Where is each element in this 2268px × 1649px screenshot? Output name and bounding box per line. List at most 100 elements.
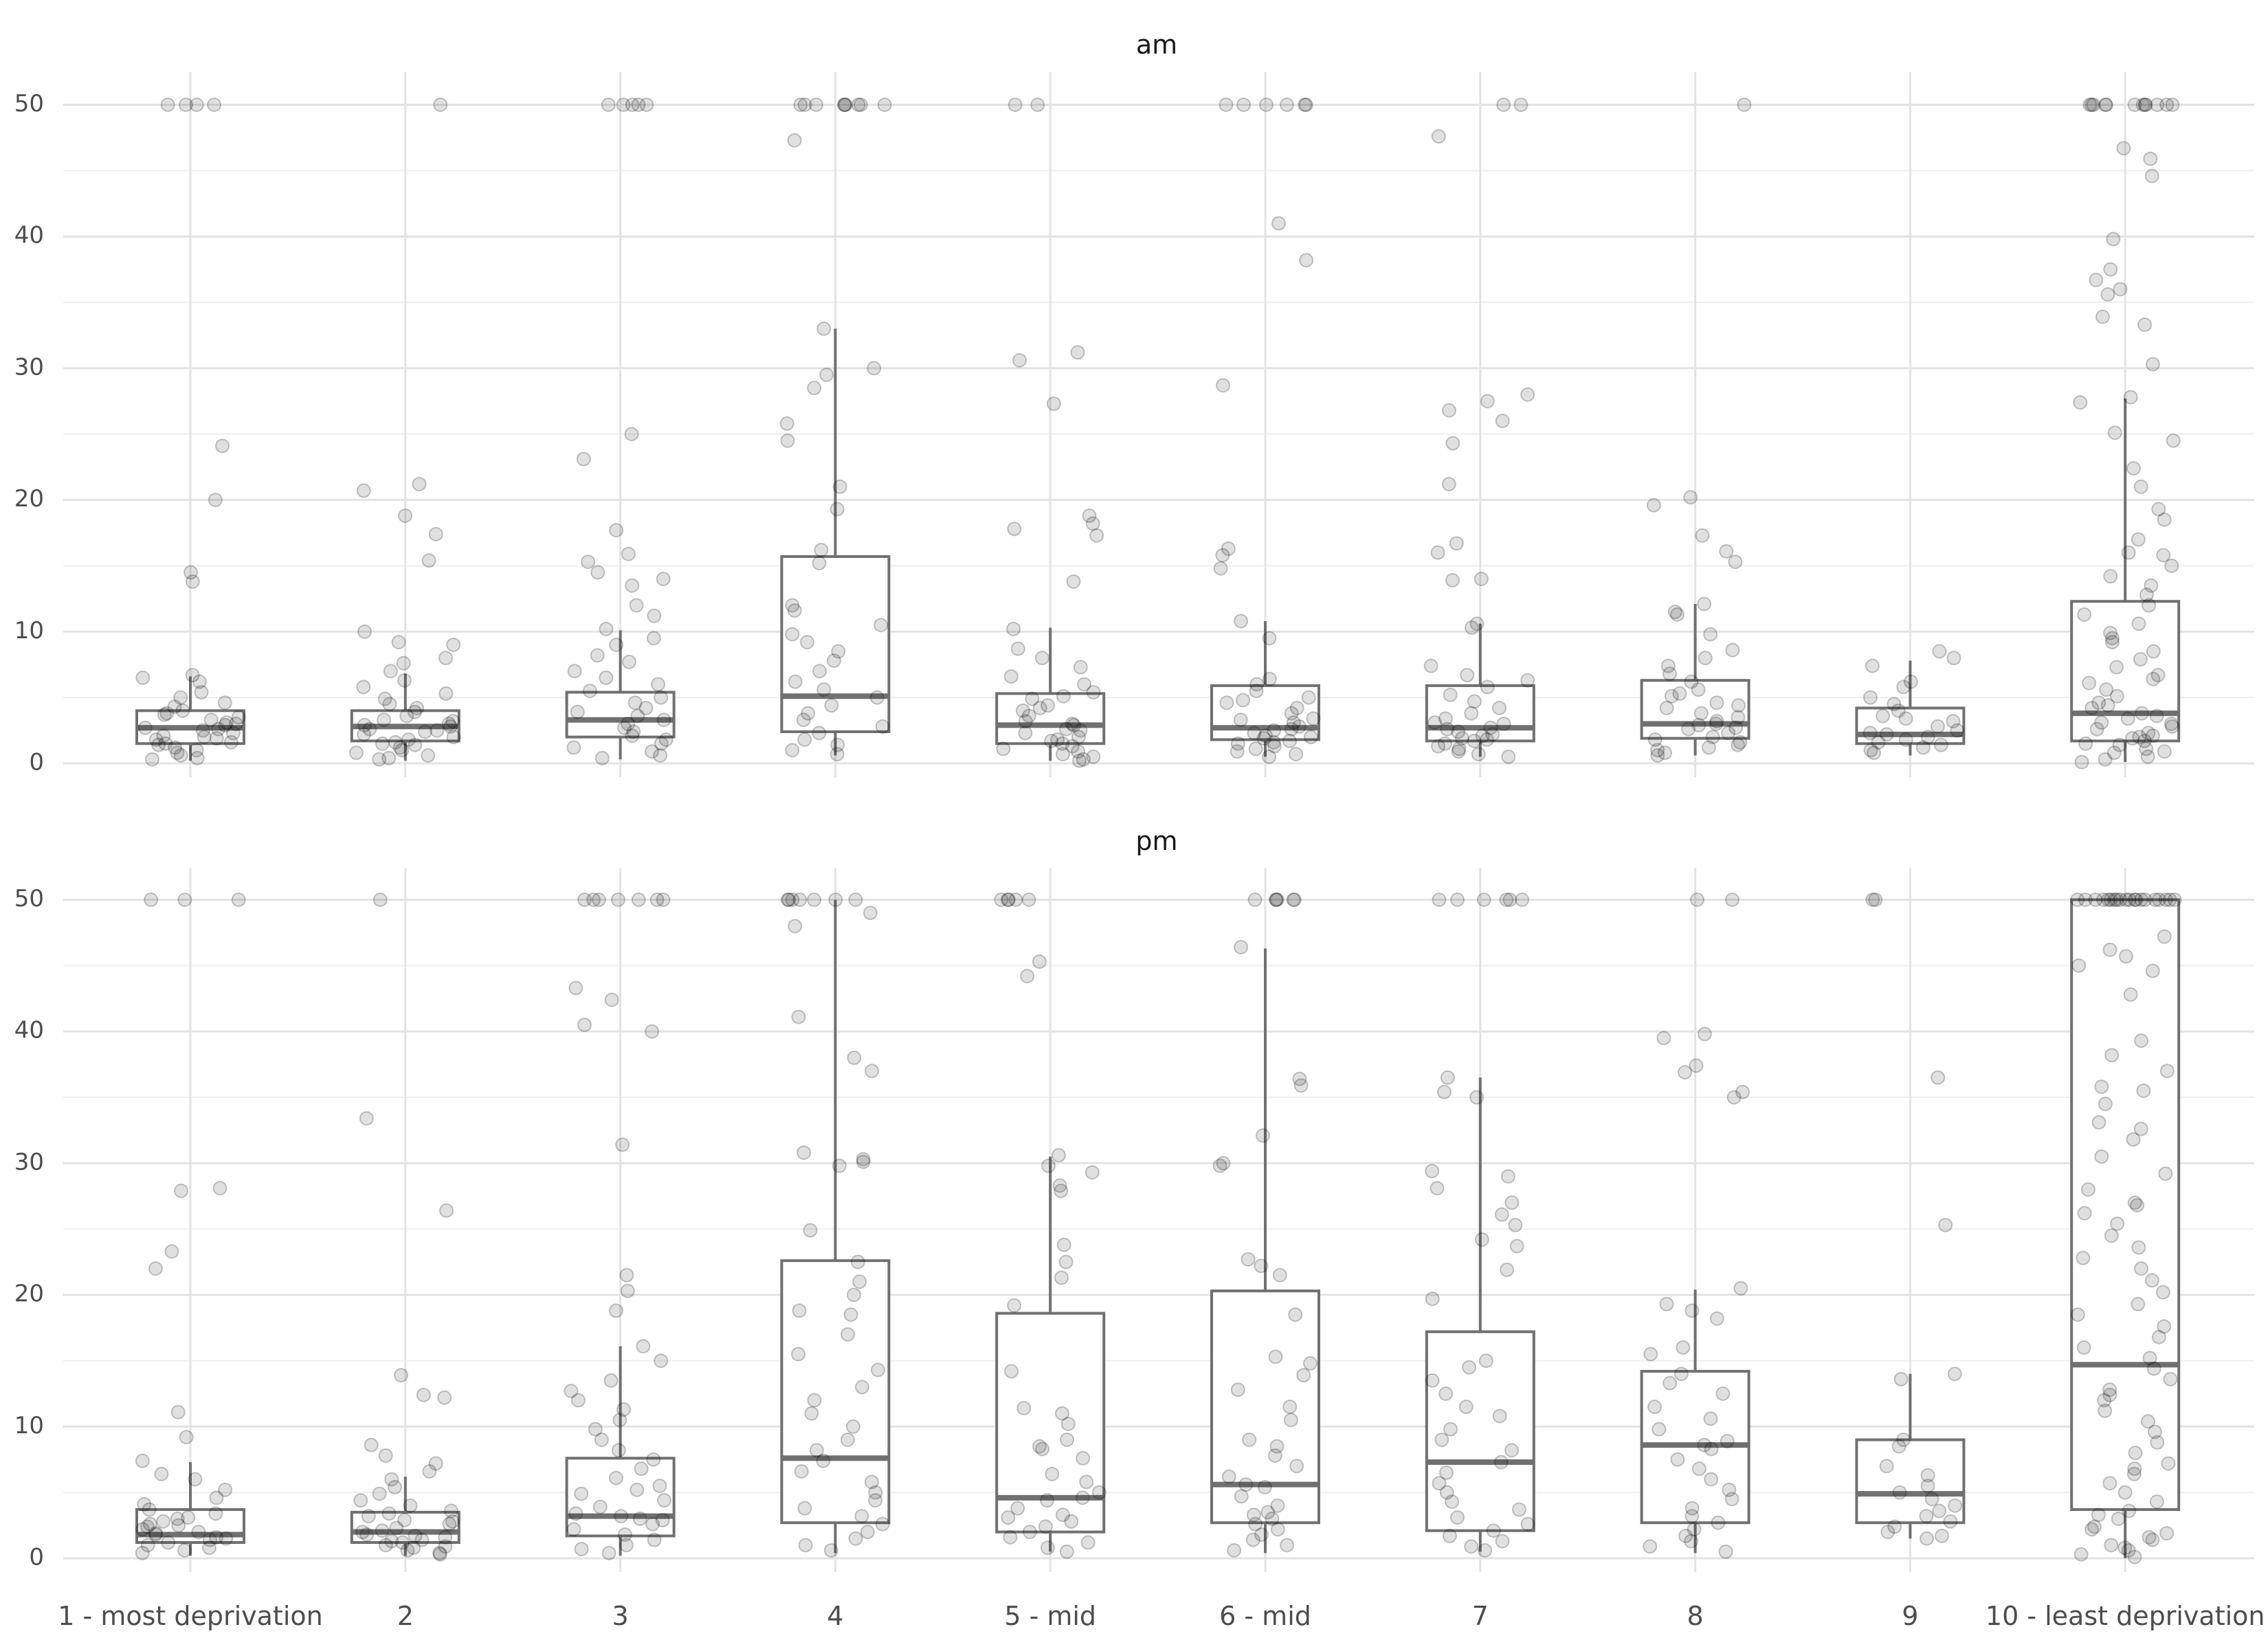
data-point	[1891, 703, 1906, 718]
data-point	[1731, 698, 1746, 713]
data-point	[2151, 893, 2166, 907]
data-point	[1887, 697, 1902, 712]
data-point	[2147, 1424, 2162, 1439]
box-iqr	[995, 692, 1106, 745]
data-point	[1056, 1237, 1071, 1253]
data-point	[2158, 1166, 2173, 1181]
data-point	[1509, 1239, 1524, 1254]
data-point	[1709, 695, 1724, 710]
data-point	[830, 747, 845, 762]
data-point	[1934, 1528, 1949, 1543]
data-point	[408, 737, 423, 752]
data-point	[1458, 1400, 1474, 1415]
data-point	[219, 715, 234, 730]
data-point	[1695, 528, 1710, 543]
data-point	[2098, 98, 2113, 112]
y-tick-label: 20	[14, 485, 44, 513]
data-point	[2131, 1240, 2146, 1255]
data-point	[1880, 1525, 1895, 1540]
data-point	[1479, 732, 1494, 747]
data-point	[1020, 969, 1035, 984]
data-point	[184, 565, 199, 580]
data-point	[401, 732, 416, 747]
data-point	[1287, 893, 1302, 907]
data-point	[1704, 1442, 1719, 1457]
data-point	[2142, 1529, 2157, 1545]
data-point	[801, 706, 816, 721]
data-point	[446, 637, 461, 652]
data-point	[848, 893, 863, 907]
data-point	[2149, 1494, 2164, 1510]
data-point	[816, 682, 832, 697]
data-point	[2144, 168, 2159, 183]
data-point	[185, 668, 200, 683]
data-point	[1001, 893, 1016, 907]
data-point	[135, 670, 151, 685]
data-point	[1691, 1461, 1706, 1477]
data-point	[1685, 1303, 1700, 1319]
data-point	[812, 664, 827, 679]
data-point	[217, 695, 232, 710]
data-point	[191, 1525, 206, 1540]
data-point	[1445, 573, 1460, 588]
data-point	[1032, 1439, 1047, 1454]
data-point	[1283, 1413, 1298, 1428]
data-point	[422, 1463, 437, 1479]
data-point	[1721, 726, 1736, 741]
data-point	[1262, 671, 1277, 686]
box-am-4	[995, 627, 1106, 761]
data-point	[1903, 674, 1918, 689]
box-iqr	[565, 1457, 676, 1538]
data-point	[1450, 1510, 1465, 1525]
data-point	[601, 1545, 616, 1560]
facet-title-pm: pm	[1135, 826, 1177, 856]
y-tick-label: 30	[14, 353, 44, 381]
x-tick-label: 10 - least deprivation	[1986, 1601, 2265, 1631]
data-point	[400, 1543, 415, 1558]
data-point	[2150, 668, 2166, 683]
data-point	[144, 893, 159, 907]
data-point	[1504, 1195, 1520, 1210]
data-point	[631, 98, 646, 112]
data-point	[203, 713, 219, 728]
data-point	[1478, 1353, 1493, 1368]
data-point	[167, 699, 182, 715]
data-point	[1443, 1422, 1458, 1437]
data-point	[1887, 1519, 1902, 1534]
data-point	[1698, 651, 1713, 666]
data-point	[1431, 129, 1446, 144]
data-point	[1475, 728, 1490, 743]
data-point	[1445, 1494, 1460, 1510]
data-point	[2138, 98, 2153, 112]
data-point	[1493, 1455, 1509, 1470]
data-point	[1728, 554, 1743, 570]
data-point	[1672, 686, 1687, 701]
data-point	[624, 427, 639, 442]
data-point	[170, 745, 185, 761]
data-point	[610, 893, 625, 907]
data-point	[418, 724, 433, 739]
data-point	[2146, 671, 2161, 686]
y-tick-label: 10	[14, 1412, 44, 1439]
y-tick-label: 30	[14, 1148, 44, 1176]
data-point	[1012, 352, 1027, 368]
data-point	[178, 98, 193, 112]
data-point	[438, 1539, 453, 1554]
data-point	[208, 493, 223, 508]
data-point	[1066, 574, 1081, 589]
data-point	[1301, 690, 1316, 705]
data-point	[568, 1506, 583, 1521]
data-point	[1269, 893, 1285, 907]
data-point	[2111, 1511, 2126, 1526]
data-point	[1933, 737, 1948, 752]
data-point	[652, 1479, 667, 1494]
data-point	[1725, 893, 1740, 907]
data-point	[1467, 694, 1482, 709]
data-point	[2137, 317, 2153, 333]
data-point	[1464, 706, 1479, 721]
data-point	[1008, 98, 1023, 112]
data-point	[1691, 682, 1706, 697]
data-point	[875, 719, 890, 734]
data-point	[2106, 232, 2121, 247]
data-point	[2121, 545, 2136, 560]
